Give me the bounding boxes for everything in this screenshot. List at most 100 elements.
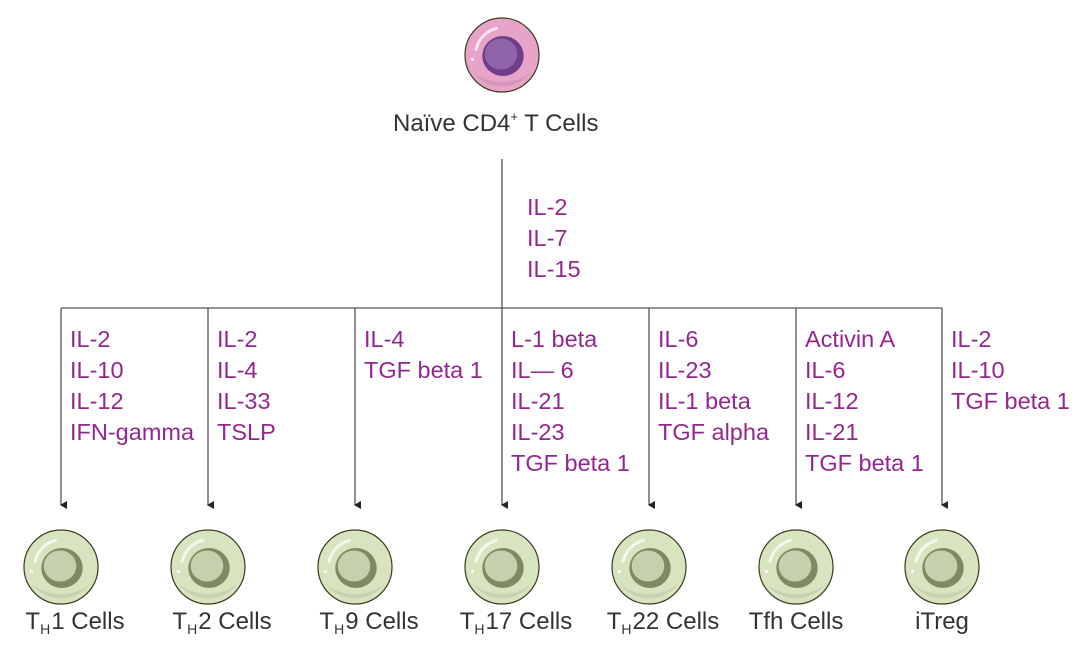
nucleus	[778, 550, 812, 582]
cell-label-tfh: Tfh Cells	[749, 610, 844, 634]
cell-glint	[764, 569, 769, 574]
trunk-cytokines: IL-2 IL-7 IL-15	[527, 192, 581, 285]
cell-shadow	[619, 583, 679, 599]
cell-glint	[910, 569, 915, 574]
cytokine: TGF beta 1	[511, 450, 630, 476]
cytokine: IL-21	[805, 419, 859, 445]
th17-cell-icon	[464, 529, 540, 605]
cell-label-subscript: H	[621, 621, 632, 637]
cell-label-th9: TH9 Cells	[319, 608, 419, 637]
cell-shadow	[31, 583, 91, 599]
cell-shadow	[912, 583, 972, 599]
cytokine: IL-33	[217, 388, 271, 414]
cytokine: IL-2	[70, 326, 111, 352]
cytokine: IL-2	[527, 194, 568, 220]
cell-label-suffix: 22 Cells	[632, 608, 720, 635]
th1-cell-icon	[23, 529, 99, 605]
cell-label-prefix: T	[172, 608, 188, 635]
cell-label-prefix: T	[606, 608, 622, 635]
cytokine: IL-1 beta	[658, 388, 751, 414]
cytokine: IL-6	[658, 326, 699, 352]
cytokine: IL-10	[951, 357, 1005, 383]
cell-highlight	[474, 538, 498, 563]
nucleus	[924, 550, 958, 582]
cell-highlight	[914, 538, 938, 563]
cell-shadow	[766, 583, 826, 599]
cell-shadow	[325, 583, 385, 599]
cell-label-suffix: 1 Cells	[51, 608, 125, 635]
cell-glint	[29, 569, 33, 574]
cytokine: TGF beta 1	[805, 450, 924, 476]
cell-shadow	[178, 583, 238, 599]
cell-label-th2: TH2 Cells	[172, 608, 272, 637]
cytokine: IL-10	[70, 357, 124, 383]
cytokine: IFN-gamma	[70, 419, 195, 445]
cell-highlight	[33, 538, 57, 563]
naive-cell-label: Naïve CD4+ T Cells	[393, 110, 598, 136]
cytokine: IL— 6	[511, 357, 574, 383]
cell-label-prefix: T	[459, 608, 475, 635]
cytokine: TGF alpha	[658, 419, 770, 445]
cytokine: IL-23	[511, 419, 565, 445]
naive-t-cell-icon	[464, 17, 540, 93]
cytokine: TSLP	[217, 419, 276, 445]
cell-label-subscript: H	[334, 621, 345, 637]
cell-label-prefix: Tfh Cells	[748, 608, 844, 635]
naive-label-main: Naïve CD4	[393, 110, 511, 137]
th22-cell-icon	[611, 529, 687, 605]
cytokine: IL-6	[805, 357, 846, 383]
cell-glint	[470, 569, 474, 574]
cell-glint	[470, 57, 474, 62]
nucleus	[43, 550, 77, 582]
nucleus	[337, 550, 371, 582]
cytokine: IL-4	[217, 357, 258, 383]
cell-highlight	[474, 26, 498, 51]
cell-label-prefix: iTreg	[915, 608, 969, 635]
cell-label-suffix: 2 Cells	[198, 608, 272, 635]
cell-label-prefix: T	[319, 608, 335, 635]
cell-shadow	[472, 583, 532, 599]
cytokine: IL-15	[527, 256, 581, 282]
tfh-cell-icon	[758, 529, 834, 605]
cytokine: L-1 beta	[511, 326, 598, 352]
cell-highlight	[768, 538, 792, 563]
cytokine: IL-12	[70, 388, 124, 414]
cell-label-subscript: H	[187, 621, 198, 637]
cell-label-itreg: iTreg	[915, 610, 969, 634]
th9-cell-icon	[317, 529, 393, 605]
cell-shadow	[472, 71, 532, 87]
naive-label-sup: +	[510, 109, 518, 124]
naive-label-tail: T Cells	[517, 110, 599, 137]
cytokine: Activin A	[805, 326, 896, 352]
cytokine: IL-23	[658, 357, 712, 383]
cell-glint	[617, 569, 622, 574]
cell-label-subscript: H	[474, 621, 485, 637]
itreg-cell-icon	[904, 529, 980, 605]
cell-highlight	[621, 538, 645, 563]
cell-label-th1: TH1 Cells	[25, 608, 125, 637]
cell-glint	[176, 569, 180, 574]
cytokine: TGF beta 1	[364, 357, 483, 383]
cell-label-suffix: 9 Cells	[345, 608, 419, 635]
nucleus	[484, 550, 518, 582]
nucleus	[190, 550, 224, 582]
cytokine: IL-2	[217, 326, 258, 352]
cytokine: TGF beta 1	[951, 388, 1070, 414]
nucleus	[484, 38, 518, 70]
cell-label-th17: TH17 Cells	[459, 608, 573, 637]
cell-label-subscript: H	[40, 621, 51, 637]
cell-highlight	[327, 538, 351, 563]
cytokine: IL-2	[951, 326, 992, 352]
cell-highlight	[180, 538, 204, 563]
cytokine: IL-21	[511, 388, 565, 414]
cell-glint	[323, 569, 327, 574]
nucleus	[631, 550, 665, 582]
cytokine: IL-12	[805, 388, 859, 414]
